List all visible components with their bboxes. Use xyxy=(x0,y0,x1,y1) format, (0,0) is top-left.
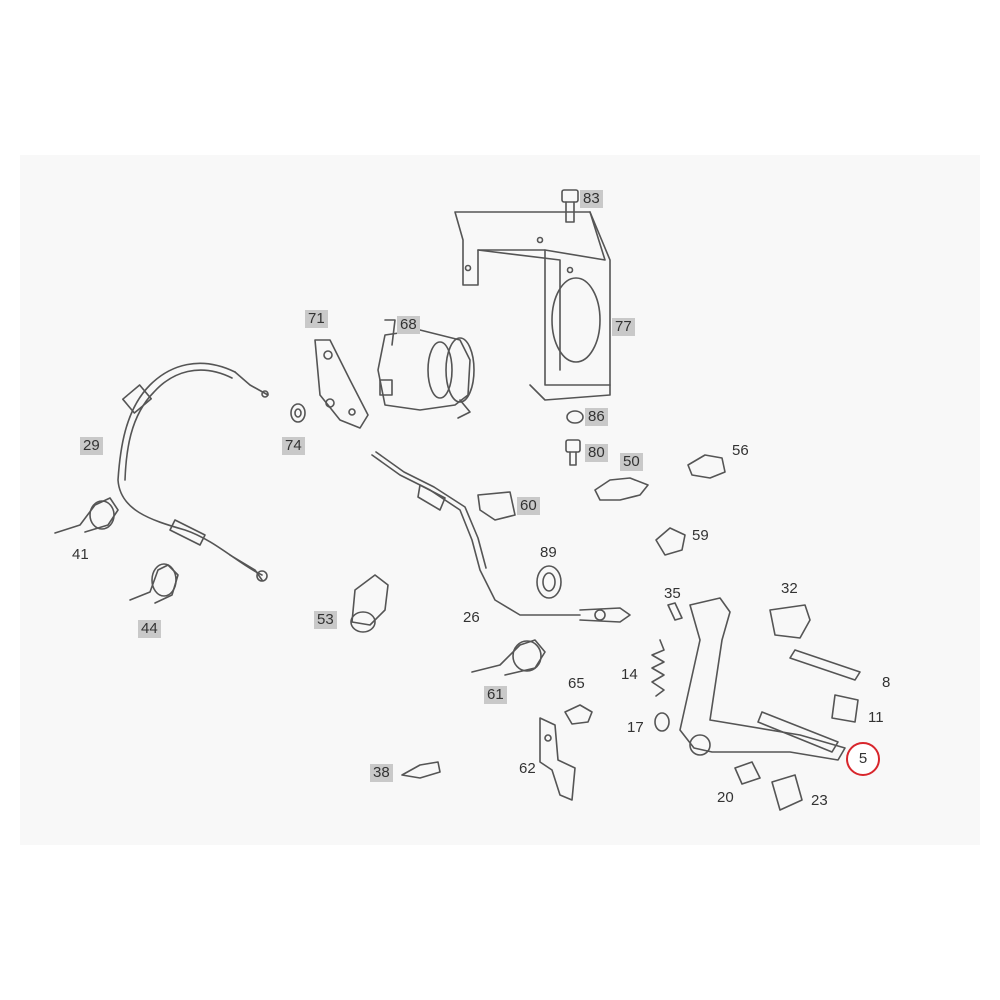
part-56-drawing xyxy=(687,454,726,479)
bolt-80-drawing xyxy=(565,439,581,466)
part-23-drawing xyxy=(771,774,803,811)
part-53-drawing xyxy=(350,574,389,633)
part-label-44[interactable]: 44 xyxy=(138,620,161,638)
part-label-59[interactable]: 59 xyxy=(692,527,709,544)
part-label-61[interactable]: 61 xyxy=(484,686,507,704)
part-11-drawing xyxy=(831,694,859,723)
part-label-50[interactable]: 50 xyxy=(620,453,643,471)
clip-61-drawing xyxy=(471,639,546,676)
part-label-35[interactable]: 35 xyxy=(664,585,681,602)
part-label-5-highlighted[interactable]: 5 xyxy=(846,742,880,776)
part-label-83[interactable]: 83 xyxy=(580,190,603,208)
part-label-29[interactable]: 29 xyxy=(80,437,103,455)
part-label-74[interactable]: 74 xyxy=(282,437,305,455)
cable-29-drawing xyxy=(117,362,269,582)
part-label-26[interactable]: 26 xyxy=(463,609,480,626)
part-label-41[interactable]: 41 xyxy=(72,546,89,563)
part-32-drawing xyxy=(769,604,811,639)
part-20-drawing xyxy=(734,761,761,785)
part-label-77[interactable]: 77 xyxy=(612,318,635,336)
part-59-drawing xyxy=(655,527,686,556)
plate-71-drawing xyxy=(314,339,369,429)
part-label-14[interactable]: 14 xyxy=(621,666,638,683)
part-label-71[interactable]: 71 xyxy=(305,310,328,328)
grommet-89-drawing xyxy=(536,565,562,599)
part-label-11[interactable]: 11 xyxy=(868,709,884,726)
part-50-drawing xyxy=(594,477,649,501)
slave-cylinder-68-drawing xyxy=(377,319,475,419)
part-label-65[interactable]: 65 xyxy=(568,675,585,692)
washer-74-drawing xyxy=(290,403,306,423)
part-38-drawing xyxy=(401,761,441,779)
part-label-68[interactable]: 68 xyxy=(397,316,420,334)
pedal-assembly-5-drawing xyxy=(679,597,861,761)
part-label-62[interactable]: 62 xyxy=(519,760,536,777)
part-label-89[interactable]: 89 xyxy=(540,544,557,561)
part-65-drawing xyxy=(564,704,593,725)
part-label-17[interactable]: 17 xyxy=(627,719,644,736)
part-label-32[interactable]: 32 xyxy=(781,580,798,597)
diagram-panel xyxy=(20,155,980,845)
part-label-80[interactable]: 80 xyxy=(585,444,608,462)
bolt-83-drawing xyxy=(561,189,579,223)
part-label-38[interactable]: 38 xyxy=(370,764,393,782)
bracket-77-drawing xyxy=(454,211,611,401)
part-label-53[interactable]: 53 xyxy=(314,611,337,629)
cover-60-drawing xyxy=(477,491,516,521)
part-17-drawing xyxy=(654,712,670,732)
part-label-56[interactable]: 56 xyxy=(732,442,749,459)
part-label-60[interactable]: 60 xyxy=(517,497,540,515)
clutch-cable-26-drawing xyxy=(371,451,631,623)
clip-41-drawing xyxy=(54,497,119,534)
nut-86-drawing xyxy=(566,410,584,424)
part-label-23[interactable]: 23 xyxy=(811,792,828,809)
part-label-20[interactable]: 20 xyxy=(717,789,734,806)
spring-14-drawing xyxy=(651,639,665,697)
part-label-8[interactable]: 8 xyxy=(882,674,891,691)
clip-44-drawing xyxy=(129,563,179,604)
bracket-62-drawing xyxy=(539,717,576,801)
pin-35-drawing xyxy=(667,602,683,621)
part-label-86[interactable]: 86 xyxy=(585,408,608,426)
